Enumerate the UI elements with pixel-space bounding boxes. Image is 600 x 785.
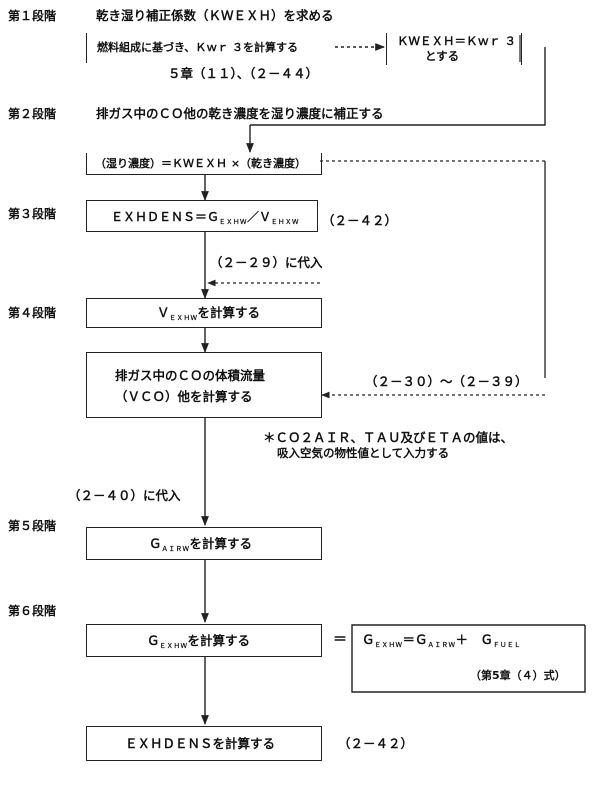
- vco-flow-box: 排ガス中のＣＯの体積流量 （ＶＣＯ）他を計算する: [86, 352, 322, 418]
- stage-1-label: 第１段階: [8, 9, 57, 23]
- stage-2-heading: 排ガス中のＣＯ他の乾き濃度を湿り濃度に補正する: [96, 106, 384, 121]
- gexhw-text: ＧＥＸＨＷを計算する: [147, 633, 251, 650]
- formula-note: （第5章（４）式）: [470, 669, 566, 682]
- gairw-text: ＧＡＩＲＷを計算する: [149, 536, 253, 553]
- exhdens-equation-text: ＥＸＨＤＥＮＳ＝ＧＥＸＨＷ／ＶＥＨＸＷ: [111, 210, 300, 226]
- exhdens-final-box: ＥＸＨＤＥＮＳを計算する: [86, 726, 322, 761]
- kwexh-text-line2: とする: [425, 49, 460, 63]
- ref-eq2-42-b: （２－４２）: [338, 736, 414, 751]
- exhdens-equation-box: ＥＸＨＤＥＮＳ＝ＧＥＸＨＷ／ＶＥＨＸＷ: [86, 200, 318, 232]
- wet-concentration-text: （湿り濃度）＝ＫＷＥＸＨ ×（乾き濃度）: [95, 157, 307, 170]
- kwexh-text-line1: ＫＷＥＸＨ＝Ｋｗｒ ３: [397, 34, 517, 48]
- note-line-2: 吸入空気の物性値として入力する: [277, 446, 450, 460]
- line-kwexh-to-stage2: [250, 47, 546, 126]
- ref-chapter5: ５章（１１）、（２－４４）: [168, 66, 319, 81]
- gexhw-box: ＧＥＸＨＷを計算する: [86, 624, 322, 657]
- ref-eq2-40: （２－４０）に代入: [68, 488, 181, 503]
- kwexh-box: ＫＷＥＸＨ＝Ｋｗｒ ３ とする: [386, 33, 522, 65]
- stage-5-label: 第５段階: [8, 519, 57, 533]
- fuel-composition-box: 燃料組成に基づき、Ｋｗｒ ３を計算する: [86, 33, 334, 63]
- ref-eq2-42-a: （２－４２）: [322, 213, 398, 228]
- exhdens-final-text: ＥＸＨＤＥＮＳを計算する: [125, 736, 276, 751]
- vexhw-box: ＶＥＸＨＷを計算する: [86, 298, 322, 328]
- equals-sign: ＝: [333, 632, 347, 648]
- fuel-composition-text: 燃料組成に基づき、Ｋｗｒ ３を計算する: [97, 41, 299, 54]
- gairw-box: ＧＡＩＲＷを計算する: [86, 527, 322, 560]
- vco-text-line2: （ＶＣＯ）他を計算する: [115, 389, 253, 404]
- wet-concentration-box: （湿り濃度）＝ＫＷＥＸＨ ×（乾き濃度）: [86, 153, 322, 175]
- stage-2-label: 第２段階: [8, 107, 57, 121]
- stage-3-label: 第３段階: [8, 207, 57, 221]
- ref-eq2-30-39: （２－３０）～（２－３９）: [365, 374, 528, 389]
- stage-1-heading: 乾き湿り補正係数（ＫＷＥＸＨ）を求める: [96, 8, 334, 23]
- note-line-1: ＊ＣＯ２ＡＩＲ、ＴＡＵ及びＥＴＡの値は、: [263, 430, 514, 445]
- stage-6-label: 第６段階: [8, 604, 57, 618]
- stage-4-label: 第４段階: [8, 306, 57, 320]
- vco-text-line1: 排ガス中のＣＯの体積流量: [115, 368, 266, 383]
- formula-box-border: [351, 624, 586, 693]
- formula-text: ＧＥＸＨＷ＝ＧＡＩＲＷ＋ ＧＦＵＥＬ: [362, 632, 522, 649]
- ref-eq2-29: （２－２９）に代入: [210, 255, 323, 270]
- vexhw-text: ＶＥＸＨＷを計算する: [157, 305, 261, 322]
